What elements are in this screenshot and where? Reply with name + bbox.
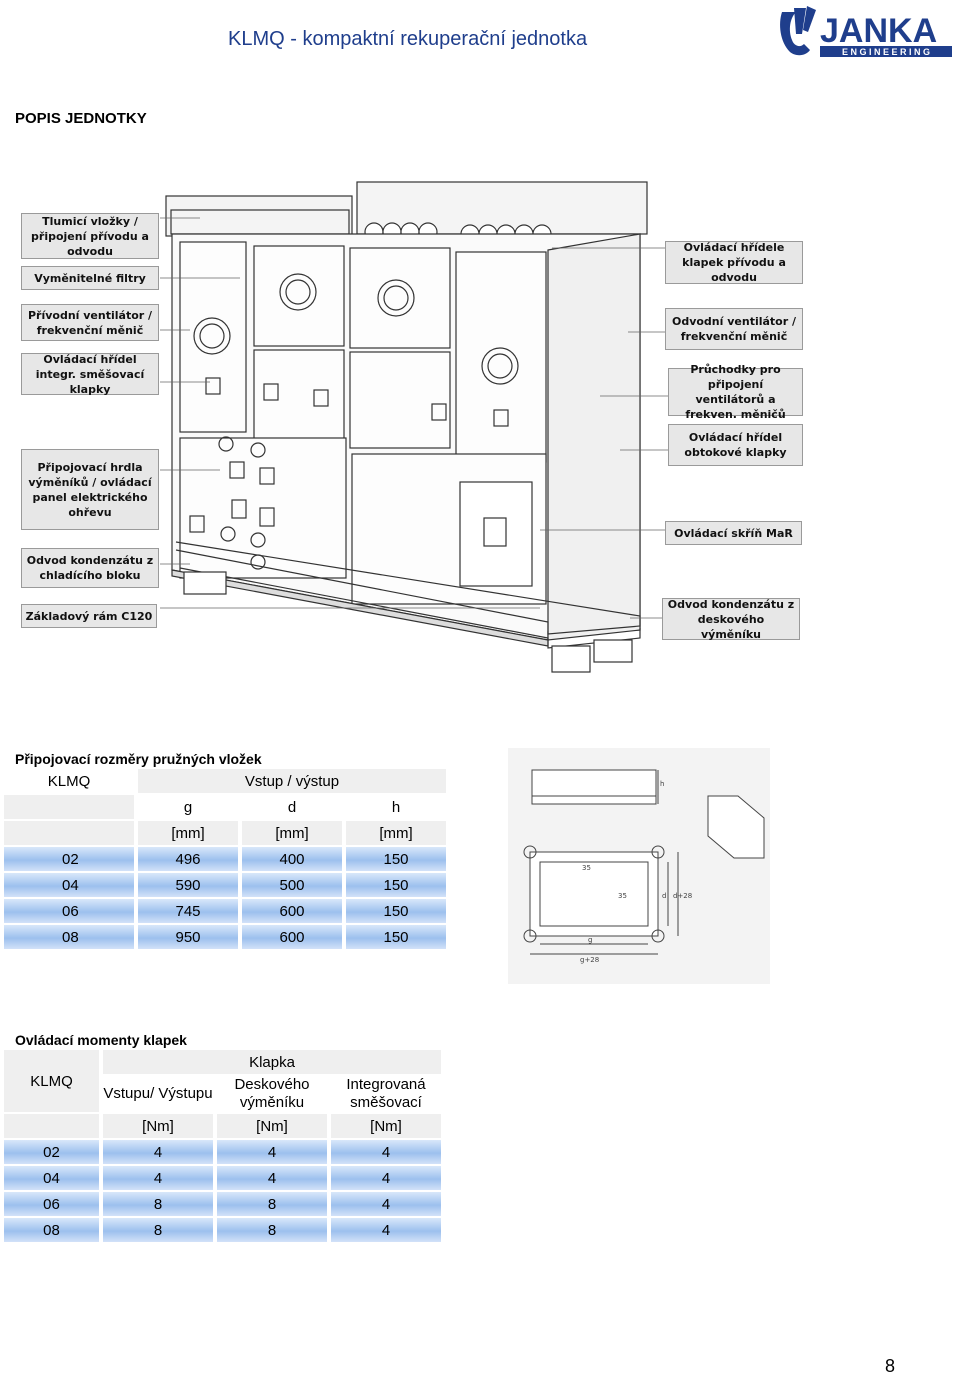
cell-h: 150	[346, 899, 446, 923]
table-header-row: Vstupu/ Výstupu Deskového výměníku Integ…	[4, 1076, 441, 1112]
table-row: 08 950 600 150	[4, 925, 446, 949]
table-units-row: [Nm] [Nm] [Nm]	[4, 1114, 441, 1138]
label-35-side: 35	[618, 892, 627, 900]
logo-wordmark: JANKA	[820, 12, 937, 50]
row-model: 06	[4, 1192, 99, 1216]
row-model: 02	[4, 1140, 99, 1164]
callout-exhaust-fan: Odvodní ventilátor / frekvenční měnič	[665, 308, 803, 350]
empty-cell	[4, 795, 134, 819]
callout-condensate-plate: Odvod kondenzátu z deskového výměníku	[662, 598, 800, 641]
cell-d: 400	[242, 847, 342, 871]
callout-inlet-outlet: Tlumicí vložky / připojení přívodu a odv…	[21, 213, 159, 259]
callout-control-cabinet: Ovládací skříň MaR	[665, 521, 802, 545]
cell-d: 600	[242, 925, 342, 949]
callout-base-frame: Základový rám C120	[21, 604, 157, 628]
label-d: d	[662, 892, 666, 900]
row-model: 08	[4, 1218, 99, 1242]
col-inlet-header: Vstupu/ Výstupu	[103, 1076, 213, 1112]
cell-h: 150	[346, 873, 446, 897]
group-header: Vstup / výstup	[138, 769, 446, 793]
callout-damper-shafts: Ovládací hřídele klapek přívodu a odvodu	[665, 241, 803, 284]
row-model: 04	[4, 873, 134, 897]
col-plate-header: Deskového výměníku	[217, 1076, 327, 1112]
unit-diagram	[160, 181, 668, 673]
cell-g: 745	[138, 899, 238, 923]
label-h: h	[660, 780, 664, 788]
section-title: POPIS JEDNOTKY	[15, 110, 147, 127]
empty-cell	[4, 1114, 99, 1138]
label-35-top: 35	[582, 864, 591, 872]
flange-drawing: h 35 35 d d+28 g g+28	[508, 748, 770, 984]
cell-h: 150	[346, 925, 446, 949]
cell-inlet: 4	[103, 1140, 213, 1164]
cell-g: 590	[138, 873, 238, 897]
table-header-row: g d h	[4, 795, 446, 819]
table-row: 04 590 500 150	[4, 873, 446, 897]
unit-cell: [mm]	[138, 821, 238, 845]
label-d28: d+28	[673, 892, 692, 900]
torque-table: KLMQ Klapka Vstupu/ Výstupu Deskového vý…	[0, 1048, 445, 1244]
document-title: KLMQ - kompaktní rekuperační jednotka	[228, 28, 588, 50]
col-d-header: d	[242, 795, 342, 819]
unit-cell: [mm]	[346, 821, 446, 845]
cell-g: 950	[138, 925, 238, 949]
table-header-row: KLMQ Klapka	[4, 1050, 441, 1112]
cell-plate: 4	[217, 1140, 327, 1164]
logo-subtext: E N G I N E E R I N G	[842, 47, 930, 57]
table2-title: Ovládací momenty klapek	[15, 1032, 187, 1048]
table-row: 02 496 400 150	[4, 847, 446, 871]
col-model-header: KLMQ	[4, 1050, 99, 1112]
cell-inlet: 8	[103, 1218, 213, 1242]
table-row: 02 4 4 4	[4, 1140, 441, 1164]
page-number: 8	[885, 1356, 896, 1376]
empty-cell	[4, 821, 134, 845]
col-model-header: KLMQ	[4, 769, 134, 793]
cell-d: 500	[242, 873, 342, 897]
cell-mixing: 4	[331, 1140, 441, 1164]
label-g28: g+28	[580, 956, 599, 964]
table-row: 04 4 4 4	[4, 1166, 441, 1190]
cell-g: 496	[138, 847, 238, 871]
label-g: g	[588, 936, 592, 944]
row-model: 02	[4, 847, 134, 871]
table1-title: Připojovací rozměry pružných vložek	[15, 751, 262, 767]
callout-mixing-damper: Ovládací hřídel integr. směšovací klapky	[21, 353, 159, 396]
col-mixing-header: Integrovaná směšovací	[331, 1076, 441, 1112]
unit-cell: [Nm]	[331, 1114, 441, 1138]
cell-mixing: 4	[331, 1218, 441, 1242]
callout-bypass-damper: Ovládací hřídel obtokové klapky	[668, 424, 803, 466]
cell-h: 150	[346, 847, 446, 871]
cell-plate: 8	[217, 1218, 327, 1242]
col-h-header: h	[346, 795, 446, 819]
callout-cable-glands: Průchodky pro připojení ventilátorů a fr…	[668, 363, 803, 421]
table-row: 08 8 8 4	[4, 1218, 441, 1242]
cell-d: 600	[242, 899, 342, 923]
callout-filters: Vyměnitelné filtry	[21, 266, 159, 290]
table-header-row: KLMQ Vstup / výstup	[4, 769, 446, 793]
table-units-row: [mm] [mm] [mm]	[4, 821, 446, 845]
group-header: Klapka	[103, 1050, 441, 1074]
unit-cell: [Nm]	[217, 1114, 327, 1138]
col-g-header: g	[138, 795, 238, 819]
unit-cell: [Nm]	[103, 1114, 213, 1138]
cell-mixing: 4	[331, 1166, 441, 1190]
table-row: 06 8 8 4	[4, 1192, 441, 1216]
cell-plate: 8	[217, 1192, 327, 1216]
dimensions-table: KLMQ Vstup / výstup g d h [mm] [mm] [mm]…	[0, 767, 450, 951]
callout-condensate-cooling: Odvod kondenzátu z chladícího bloku	[21, 548, 159, 588]
callout-supply-fan: Přívodní ventilátor / frekvenční měnič	[21, 304, 159, 341]
row-model: 08	[4, 925, 134, 949]
row-model: 04	[4, 1166, 99, 1190]
janka-logo: JANKA E N G I N E E R I N G	[780, 6, 952, 57]
cell-mixing: 4	[331, 1192, 441, 1216]
cell-inlet: 8	[103, 1192, 213, 1216]
cell-inlet: 4	[103, 1166, 213, 1190]
cell-plate: 4	[217, 1166, 327, 1190]
table-row: 06 745 600 150	[4, 899, 446, 923]
callout-exchanger-connections: Připojovací hrdla výměníků / ovládací pa…	[21, 449, 159, 530]
row-model: 06	[4, 899, 134, 923]
unit-cell: [mm]	[242, 821, 342, 845]
